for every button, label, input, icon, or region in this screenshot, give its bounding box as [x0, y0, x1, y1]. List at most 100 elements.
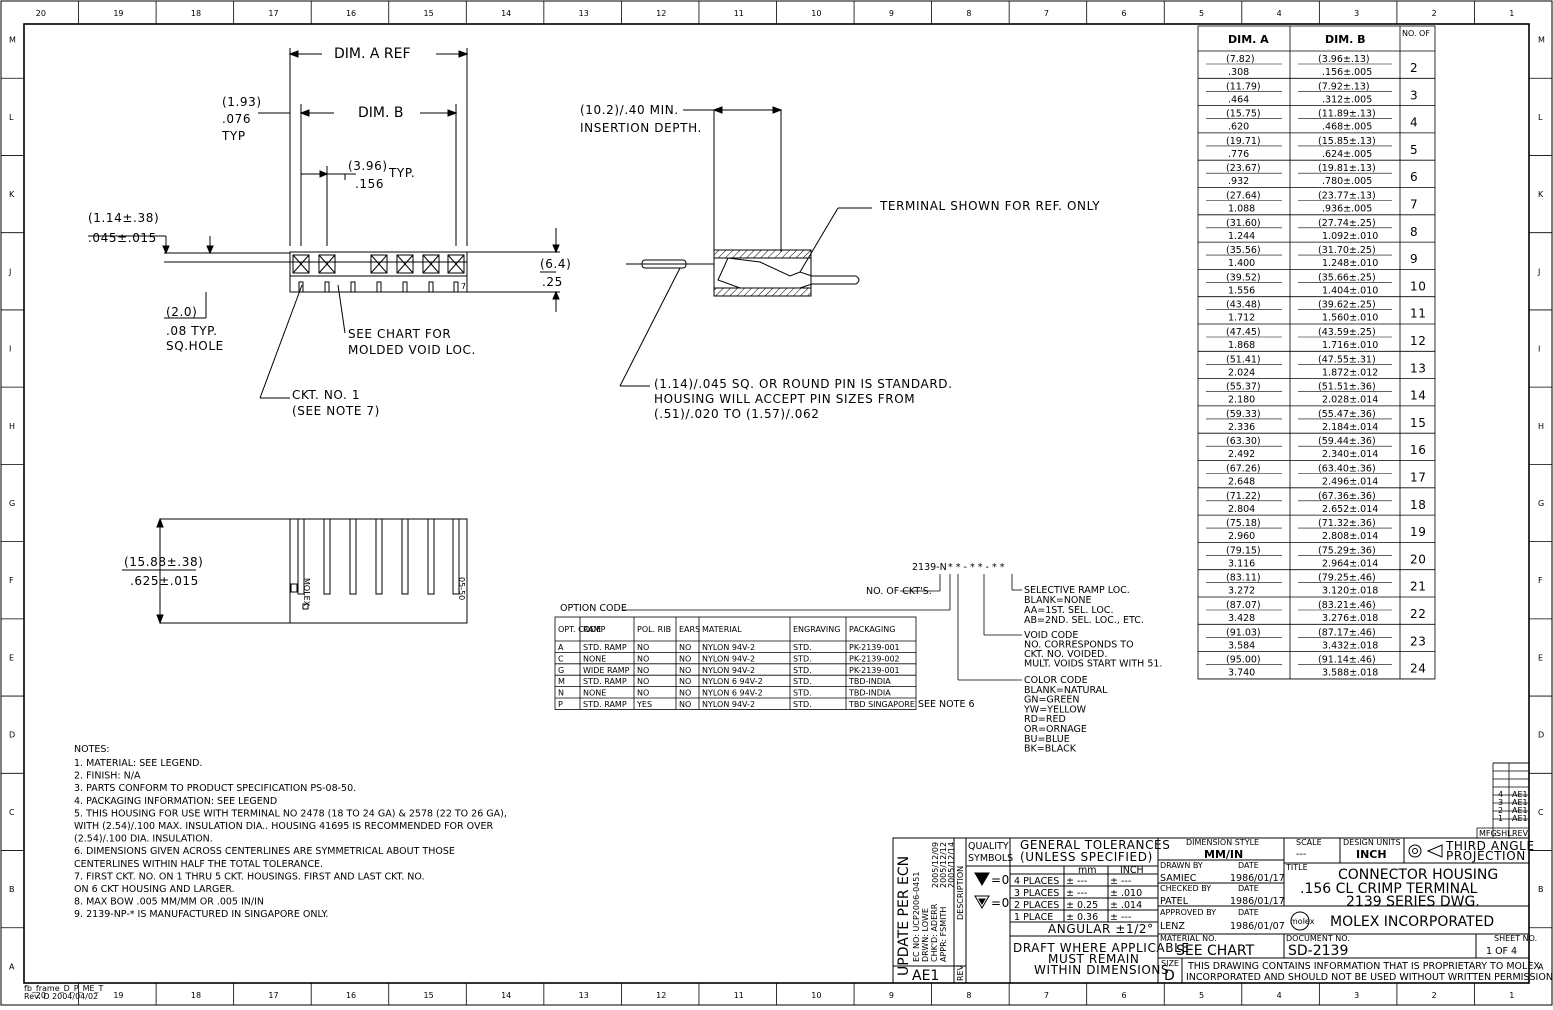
- rev-history-header: SHL.: [1496, 829, 1514, 838]
- option-table-cell: NYLON 6 94V-2: [702, 677, 763, 686]
- date-label-3: DATE: [1238, 908, 1259, 917]
- note-line: ON 6 CKT HOUSING AND LARGER.: [74, 884, 235, 895]
- pitch-mm: (3.96): [348, 159, 388, 173]
- tol-places: 4 PLACES: [1014, 876, 1059, 887]
- option-table-cell: TBD-INDIA: [848, 689, 891, 698]
- zone-col-top: 14: [501, 9, 511, 18]
- dim-a-in: 2.960: [1228, 531, 1255, 542]
- tol-inch: ± ---: [1110, 912, 1131, 923]
- zone-row-left: C: [9, 808, 15, 817]
- option-table-cell: C: [558, 654, 564, 663]
- tol-inch: ± ---: [1110, 876, 1131, 887]
- dim-b-in: .780±.005: [1322, 176, 1372, 187]
- dim-b-mm: (79.25±.46): [1318, 573, 1376, 584]
- general-tol: GENERAL TOLERANCES: [1020, 838, 1170, 852]
- zone-col-bottom: 6: [1121, 991, 1126, 1000]
- circuit-count: 21: [1410, 580, 1426, 594]
- terminal-note: TERMINAL SHOWN FOR REF. ONLY: [879, 199, 1100, 213]
- dim-a-in: 1.712: [1228, 313, 1255, 324]
- slot-group: [297, 518, 460, 595]
- void-legend-line: MULT. VOIDS START WITH 51.: [1024, 659, 1162, 670]
- option-table-cell: NYLON 6 94V-2: [702, 689, 763, 698]
- approved-label: APPROVED BY: [1160, 908, 1216, 917]
- circuit-count: 22: [1410, 607, 1426, 621]
- zone-row-left: M: [9, 36, 16, 45]
- dim-a-in: 2.336: [1228, 422, 1255, 433]
- ckt1-note: (SEE NOTE 7): [292, 404, 380, 418]
- zone-row-left: D: [9, 731, 15, 740]
- hole-note: SQ.HOLE: [166, 339, 224, 353]
- title-label: TITLE: [1285, 863, 1308, 872]
- dim-b-in: 1.560±.010: [1322, 313, 1378, 324]
- dim-b-in: 2.808±.014: [1322, 531, 1378, 542]
- zone-col-top: 8: [966, 9, 971, 18]
- option-table-header: ENGRAVING: [793, 625, 840, 634]
- terminal-slot: [401, 518, 409, 595]
- zone-col-bottom: 11: [734, 991, 744, 1000]
- circuit-count: 7: [1410, 198, 1418, 212]
- zone-col-bottom: 17: [268, 991, 278, 1000]
- zone-row-left: B: [9, 885, 15, 894]
- terminal-slot: [349, 518, 357, 595]
- approved-by: LENZ: [1160, 921, 1185, 932]
- dim-a-in: 3.116: [1228, 558, 1255, 569]
- pin-mark: 7: [461, 282, 466, 291]
- zone-row-left: L: [9, 113, 14, 122]
- tol-inch: ± .014: [1110, 900, 1142, 911]
- option-table-cell: NO: [637, 677, 649, 686]
- note-line: CENTERLINES WITHIN HALF THE TOTAL TOLERA…: [74, 859, 323, 870]
- dim-b-mm: (71.32±.36): [1318, 518, 1376, 529]
- option-table-header: PACKAGING: [849, 625, 895, 634]
- pitch-in: .156: [355, 177, 384, 191]
- color-legend-line: BK=BLACK: [1024, 744, 1077, 755]
- void-legend-line: CKT. NO. VOIDED.: [1024, 649, 1107, 660]
- note-line: 9. 2139-NP-* IS MANUFACTURED IN SINGAPOR…: [74, 909, 328, 920]
- dim-a-mm: (87.07): [1226, 600, 1261, 611]
- zone-col-top: 17: [268, 9, 278, 18]
- zone-col-bottom: 15: [424, 991, 434, 1000]
- color-legend-line: COLOR CODE: [1024, 675, 1088, 686]
- dim-a-mm: (95.00): [1226, 655, 1261, 666]
- side-in: .076: [222, 112, 251, 126]
- units-value: INCH: [1356, 848, 1387, 861]
- terminal-slot: [452, 518, 460, 595]
- ramp-legend-line: AA=1ST. SEL. LOC.: [1024, 605, 1113, 616]
- dim-b-in: 2.652±.014: [1322, 504, 1378, 515]
- chart-note-2: MOLDED VOID LOC.: [348, 343, 476, 357]
- dim-a-in: 3.740: [1228, 668, 1255, 679]
- option-table-cell: N: [558, 689, 564, 698]
- void-legend-line: VOID CODE: [1024, 630, 1078, 641]
- circuit-count: 17: [1410, 471, 1426, 485]
- zone-col-bottom: 12: [656, 991, 666, 1000]
- pin-note-1: (1.14)/.045 SQ. OR ROUND PIN IS STANDARD…: [654, 377, 953, 391]
- zone-col-bottom: 20: [36, 991, 46, 1000]
- tol-mm: ± ---: [1066, 888, 1087, 899]
- zone-col-top: 20: [36, 9, 46, 18]
- dim-a-in: 2.804: [1228, 504, 1255, 515]
- tol-places: 3 PLACES: [1014, 888, 1059, 899]
- dim-a-mm: (91.03): [1226, 627, 1261, 638]
- circuit-count: 11: [1410, 307, 1426, 321]
- option-table-cell: NONE: [583, 654, 606, 663]
- zone-col-top: 4: [1277, 9, 1282, 18]
- insertion-2: INSERTION DEPTH.: [580, 121, 702, 135]
- part-code: 2139-N: [912, 562, 947, 573]
- side-mark-molex: MOLEX: [302, 578, 311, 607]
- terminal-slot: [427, 518, 435, 595]
- dim-b-in: .312±.005: [1322, 94, 1372, 105]
- color-legend-line: OR=ORNAGE: [1024, 724, 1087, 735]
- dim-a-in: 2.024: [1228, 367, 1255, 378]
- ramp-legend-line: BLANK=NONE: [1024, 595, 1092, 606]
- terminal-slot: [297, 518, 305, 595]
- tol-places: 2 PLACES: [1014, 900, 1059, 911]
- option-table-cell: PK-2139-002: [849, 654, 900, 663]
- ckt1-label: CKT. NO. 1: [292, 388, 360, 402]
- circuit-count: 15: [1410, 416, 1426, 430]
- dim-b-mm: (75.29±.36): [1318, 545, 1376, 556]
- circuit-count: 4: [1410, 116, 1418, 130]
